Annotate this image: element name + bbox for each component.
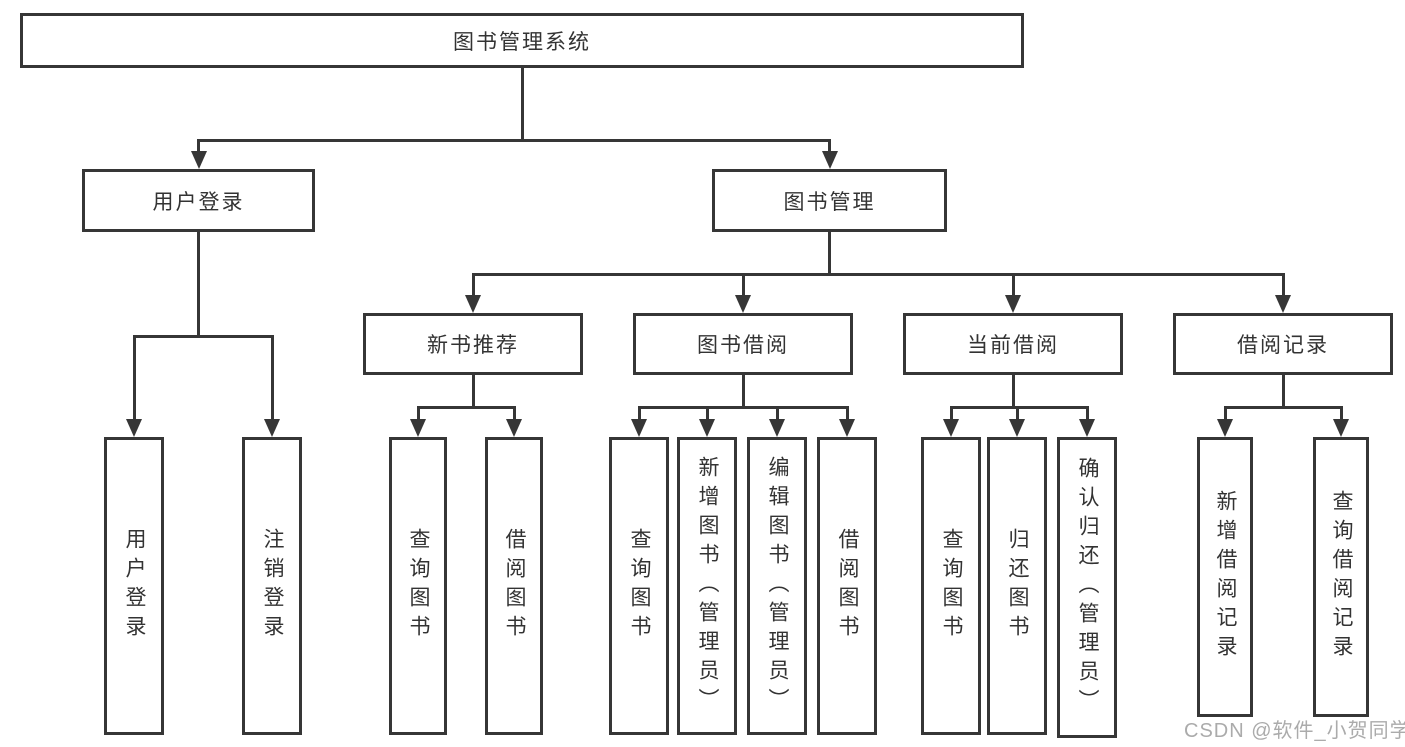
node-label: 用户登录 bbox=[152, 190, 245, 214]
connector-bookborrow-stem bbox=[741, 375, 745, 406]
leaf-confirm-return-admin: 确认归还（管理员） bbox=[1057, 437, 1117, 738]
leaf-edit-books-admin: 编辑图书（管理员） bbox=[747, 437, 807, 735]
arrow-down-icon bbox=[821, 151, 838, 169]
connector-bookborrow-bar bbox=[637, 406, 849, 409]
arrow-down-icon bbox=[1009, 419, 1025, 437]
leaf-label: 归还图书 bbox=[1006, 528, 1029, 644]
arrow-down-icon bbox=[506, 419, 522, 437]
leaf-add-books-admin: 新增图书（管理员） bbox=[677, 437, 737, 735]
leaf-query-books-borrowing: 查询图书 bbox=[609, 437, 669, 735]
connector-level1-bar bbox=[197, 139, 831, 142]
arrow-down-icon bbox=[769, 419, 785, 437]
connector-drop bbox=[512, 406, 516, 422]
leaf-add-borrow-record: 新增借阅记录 bbox=[1197, 437, 1253, 717]
leaf-query-books-newbooks: 查询图书 bbox=[389, 437, 447, 735]
connector-drop bbox=[775, 406, 779, 422]
connector-drop bbox=[949, 406, 953, 422]
connector-drop bbox=[1085, 406, 1089, 422]
node-label: 新书推荐 bbox=[427, 334, 519, 357]
connector-drop bbox=[197, 139, 200, 154]
connector-currentborrow-bar bbox=[949, 406, 1089, 409]
arrow-down-icon bbox=[126, 419, 142, 437]
leaf-logout: 注销登录 bbox=[242, 437, 302, 735]
node-current-borrowing: 当前借阅 bbox=[903, 313, 1123, 375]
leaf-borrow-books-newbooks: 借阅图书 bbox=[485, 437, 543, 735]
connector-drop bbox=[1281, 273, 1285, 298]
node-borrowing-records: 借阅记录 bbox=[1173, 313, 1393, 375]
leaf-query-borrow-record: 查询借阅记录 bbox=[1313, 437, 1369, 717]
arrow-down-icon bbox=[839, 419, 855, 437]
arrow-down-icon bbox=[1005, 295, 1021, 313]
leaf-label: 确认归还（管理员） bbox=[1076, 457, 1099, 718]
arrow-down-icon bbox=[190, 151, 207, 169]
connector-drop bbox=[705, 406, 709, 422]
leaf-label: 新增图书（管理员） bbox=[696, 455, 719, 717]
connector-drop bbox=[132, 335, 136, 422]
connector-drop bbox=[471, 273, 475, 298]
leaf-label: 注销登录 bbox=[261, 528, 284, 644]
connector-drop bbox=[828, 139, 831, 154]
node-user-login: 用户登录 bbox=[82, 169, 315, 232]
leaf-label: 查询借阅记录 bbox=[1330, 490, 1353, 664]
connector-currentborrow-stem bbox=[1011, 375, 1015, 406]
node-label: 借阅记录 bbox=[1237, 334, 1329, 357]
leaf-query-books-current: 查询图书 bbox=[921, 437, 981, 735]
connector-drop bbox=[845, 406, 849, 422]
node-book-management-system: 图书管理系统 bbox=[20, 13, 1024, 68]
csdn-watermark: CSDN @软件_小贺同学 bbox=[1184, 720, 1405, 742]
node-book-borrowing: 图书借阅 bbox=[633, 313, 853, 375]
node-new-book-recommendation: 新书推荐 bbox=[363, 313, 583, 375]
arrow-down-icon bbox=[943, 419, 959, 437]
node-label: 图书管理系统 bbox=[453, 30, 591, 54]
leaf-label: 新增借阅记录 bbox=[1214, 490, 1237, 664]
connector-records-bar bbox=[1223, 406, 1343, 409]
node-label: 图书借阅 bbox=[697, 334, 789, 357]
arrow-down-icon bbox=[1217, 419, 1233, 437]
connector-userlogin-bar bbox=[132, 335, 274, 338]
arrow-down-icon bbox=[1333, 419, 1349, 437]
leaf-label: 编辑图书（管理员） bbox=[766, 455, 789, 717]
connector-userlogin-stem bbox=[197, 232, 200, 335]
connector-drop bbox=[1339, 406, 1343, 422]
leaf-return-books: 归还图书 bbox=[987, 437, 1047, 735]
connector-drop bbox=[1015, 406, 1019, 422]
arrow-down-icon bbox=[1275, 295, 1291, 313]
connector-drop bbox=[741, 273, 745, 298]
leaf-label: 借阅图书 bbox=[503, 528, 526, 644]
connector-records-stem bbox=[1281, 375, 1285, 406]
arrow-down-icon bbox=[1079, 419, 1095, 437]
leaf-label: 借阅图书 bbox=[836, 528, 859, 644]
leaf-label: 查询图书 bbox=[628, 528, 651, 644]
leaf-user-login: 用户登录 bbox=[104, 437, 164, 735]
arrow-down-icon bbox=[465, 295, 481, 313]
connector-newbooks-stem bbox=[471, 375, 475, 406]
leaf-label: 用户登录 bbox=[123, 528, 146, 644]
node-label: 当前借阅 bbox=[967, 334, 1059, 357]
connector-drop bbox=[1223, 406, 1227, 422]
arrow-down-icon bbox=[735, 295, 751, 313]
leaf-label: 查询图书 bbox=[407, 528, 430, 644]
connector-root-stem bbox=[520, 68, 524, 139]
arrow-down-icon bbox=[264, 419, 280, 437]
connector-drop bbox=[270, 335, 274, 422]
connector-level2-bar bbox=[471, 273, 1285, 276]
arrow-down-icon bbox=[699, 419, 715, 437]
connector-drop bbox=[1011, 273, 1015, 298]
connector-drop bbox=[637, 406, 641, 422]
connector-drop bbox=[416, 406, 420, 422]
leaf-label: 查询图书 bbox=[940, 528, 963, 644]
node-book-management: 图书管理 bbox=[712, 169, 947, 232]
connector-newbooks-bar bbox=[416, 406, 516, 409]
node-label: 图书管理 bbox=[783, 190, 876, 214]
connector-bookmgmt-stem bbox=[828, 232, 831, 273]
leaf-borrow-books-borrowing: 借阅图书 bbox=[817, 437, 877, 735]
arrow-down-icon bbox=[410, 419, 426, 437]
arrow-down-icon bbox=[631, 419, 647, 437]
